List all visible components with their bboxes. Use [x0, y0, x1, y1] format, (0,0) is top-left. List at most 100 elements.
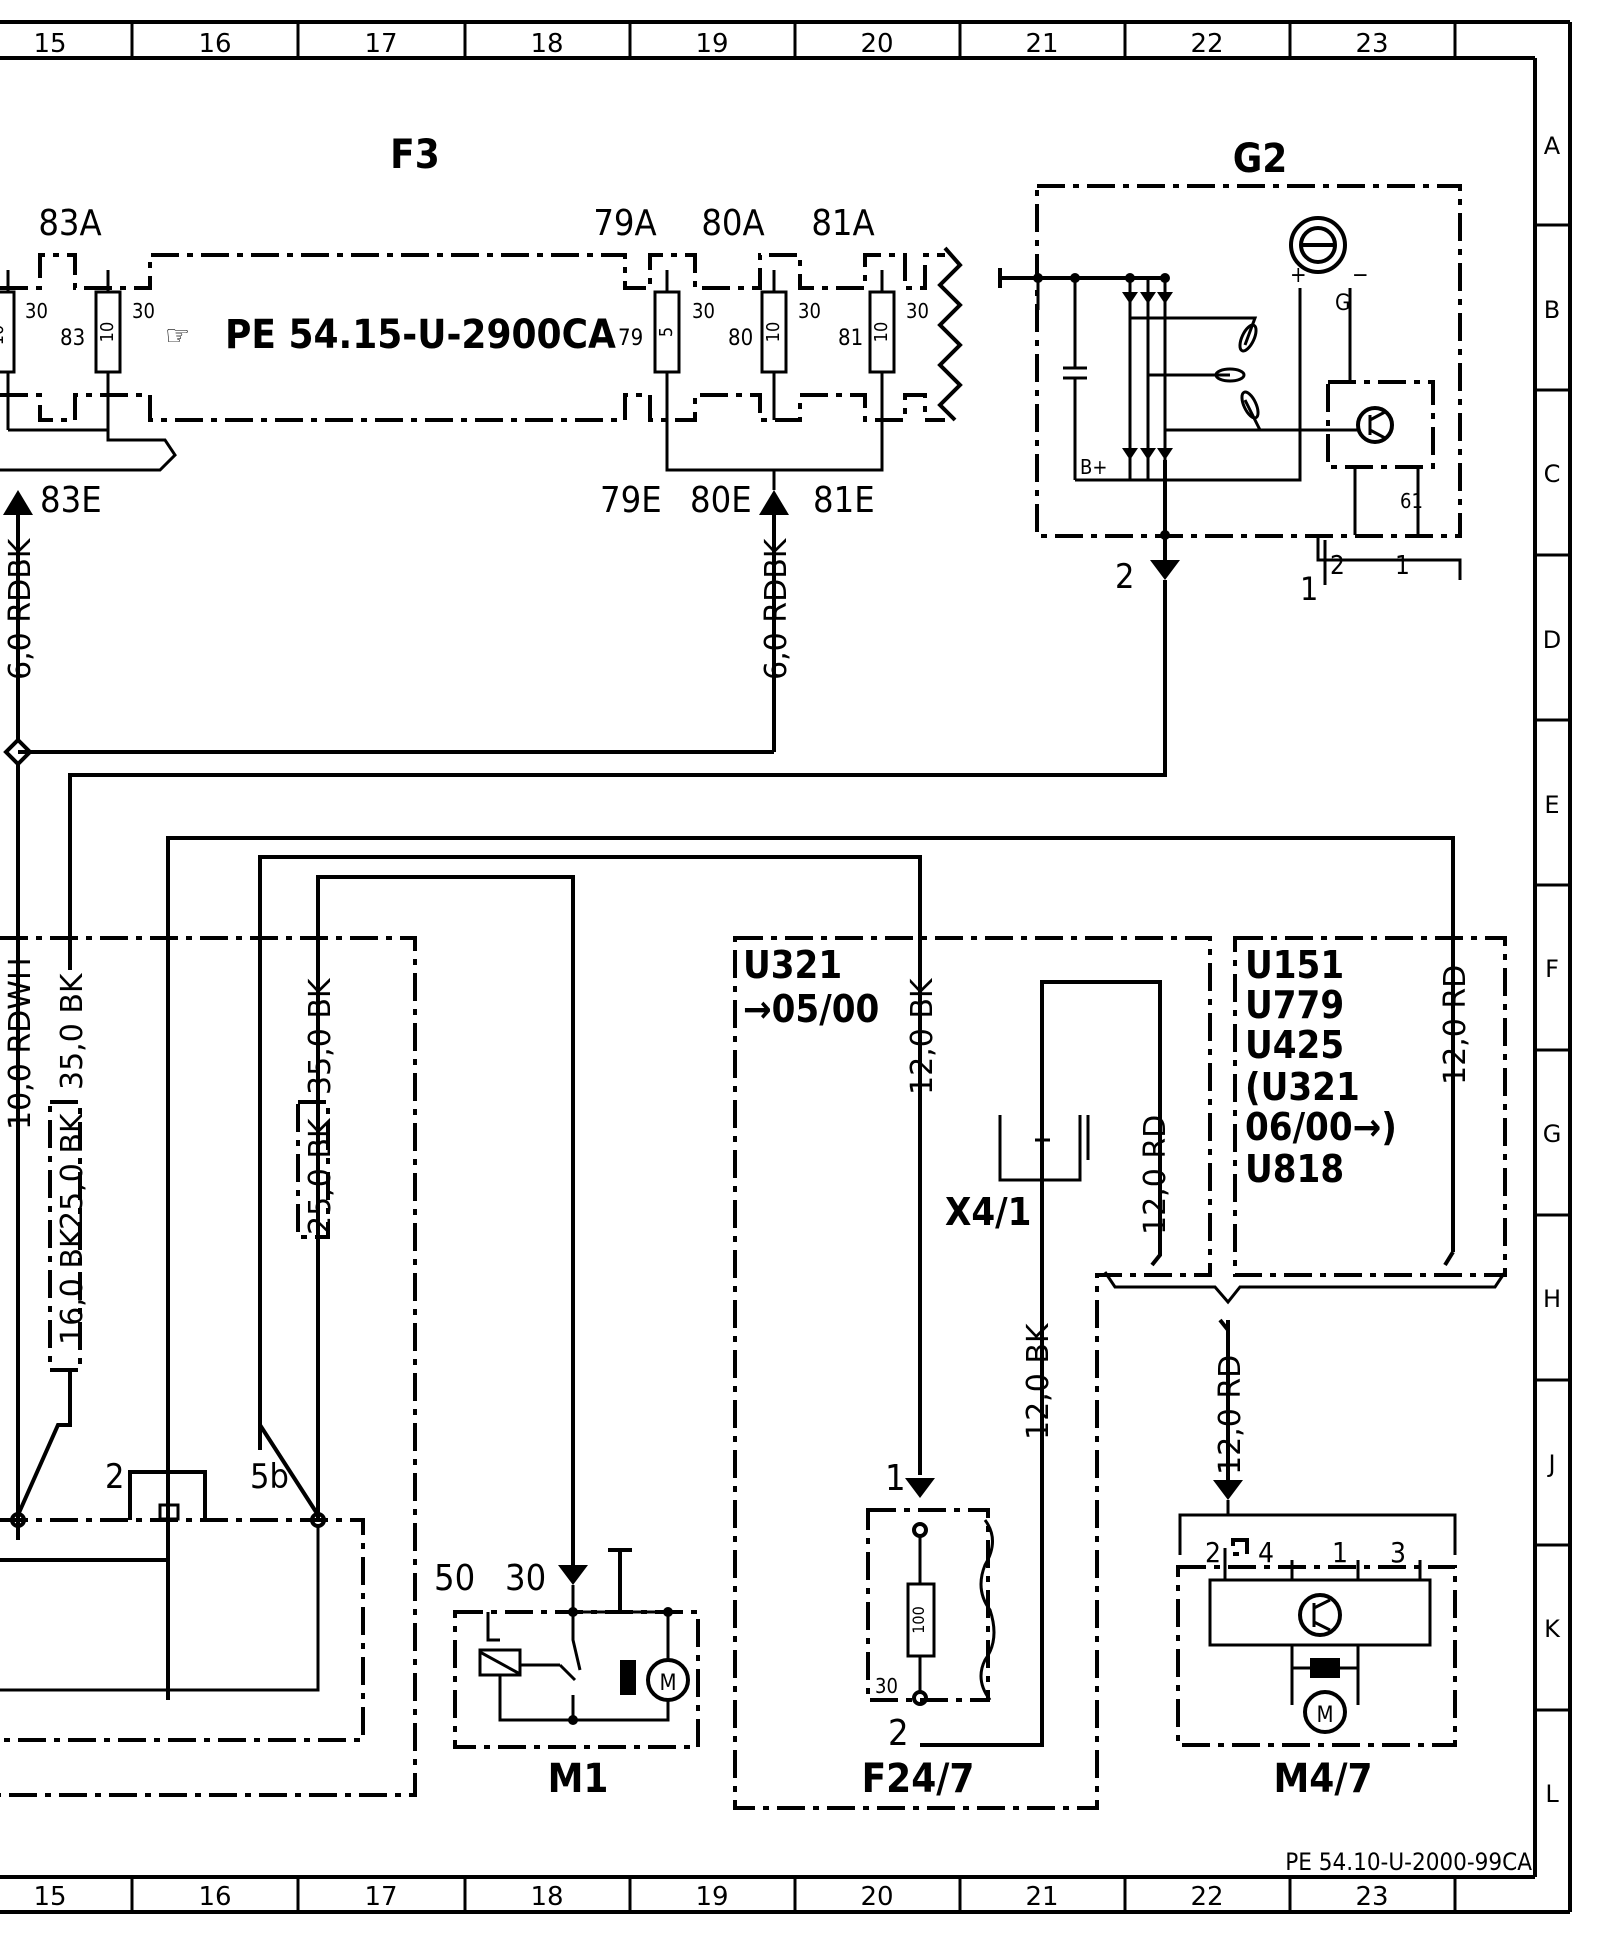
diagram-frame	[0, 20, 1572, 1914]
fuse-79-num: 79	[618, 326, 643, 351]
fuse-81-num: 81	[838, 326, 863, 351]
f3-fuse-box: F3 83A 79A 80A 81A 10 30 83 10 30 ☞ PE 5…	[0, 132, 963, 521]
fuse-80-num: 80	[728, 326, 753, 351]
variant-note: 06/00→)	[1245, 1105, 1397, 1149]
wire-label: 35,0 BK	[55, 972, 90, 1090]
row-label: E	[1544, 791, 1559, 819]
row-label: J	[1546, 1450, 1555, 1478]
col-label-bottom: 18	[530, 1882, 563, 1912]
connector-arrow-icon	[759, 490, 789, 515]
fuse-79-rating: 5	[656, 327, 677, 337]
col-label-top: 18	[530, 29, 563, 59]
svg-text:M: M	[659, 1671, 676, 1696]
col-label-bottom: 21	[1025, 1882, 1058, 1912]
g2-b-plus: B+	[1080, 455, 1107, 479]
x4-title: X4/1	[945, 1190, 1031, 1234]
fuse-83-num: 83	[60, 326, 85, 351]
variant-note: U818	[1245, 1147, 1344, 1191]
row-label: G	[1543, 1120, 1562, 1148]
g2-title: G2	[1233, 136, 1288, 182]
fuse-79-term: 30	[692, 299, 715, 323]
row-label: F	[1545, 955, 1559, 983]
variant-block-left: U321 →05/00 X4/1 1 100 30 2 F24/7	[733, 936, 1212, 1810]
fuse-83-rating: 10	[97, 322, 118, 343]
col-label-bottom: 23	[1355, 1882, 1388, 1912]
f3-title: F3	[390, 132, 440, 178]
svg-text:10: 10	[0, 325, 8, 346]
variant-note: U321	[743, 943, 842, 987]
col-label-top: 23	[1355, 29, 1388, 59]
wire-label: 6,0 RDBK	[3, 537, 38, 680]
col-label-top: 20	[860, 29, 893, 59]
variant-note: (U321	[1245, 1065, 1360, 1109]
output-81e: 81E	[813, 480, 875, 521]
wire-label: 12,0 RD	[1138, 1115, 1173, 1235]
col-label-top: 15	[33, 29, 66, 59]
output-79e: 79E	[600, 480, 662, 521]
col-label-top: 19	[695, 29, 728, 59]
wire-label: 10,0 RDWH	[3, 958, 38, 1131]
m4-pin: 4	[1258, 1536, 1274, 1569]
row-label: B	[1544, 296, 1560, 324]
f24-pin-2: 2	[888, 1713, 909, 1754]
fuse-83a-label: 83A	[38, 203, 101, 244]
g2-g-label: G	[1335, 291, 1350, 316]
switch-pin-5b: 5b	[250, 1457, 289, 1497]
col-label-top: 17	[364, 29, 397, 59]
m4-pin: 1	[1332, 1536, 1348, 1569]
svg-text:M: M	[1316, 1703, 1333, 1728]
row-label: C	[1544, 460, 1561, 488]
g2-alternator: G2 + − G B+ 61	[998, 136, 1462, 608]
m1-term-50: 50	[434, 1558, 475, 1599]
main-wires	[3, 515, 1455, 1700]
wire-label: 35,0 BK	[303, 977, 338, 1095]
fuse-79a-label: 79A	[593, 203, 656, 244]
m4-title: M4/7	[1273, 1756, 1372, 1802]
f3-ref: PE 54.15-U-2900CA	[225, 312, 616, 358]
wire-label: 16,0 BK	[55, 1227, 90, 1345]
f24-title: F24/7	[862, 1756, 975, 1802]
fuse-83-term: 30	[132, 299, 155, 323]
switch-pin-2: 2	[105, 1457, 124, 1497]
wire-label: 12,0 RD	[1438, 965, 1473, 1085]
variant-note: U779	[1245, 983, 1344, 1027]
fuse-81-rating: 10	[871, 322, 892, 343]
fuse-80-term: 30	[798, 299, 821, 323]
f24-pin-1: 1	[885, 1458, 906, 1499]
g2-term-61: 61	[1400, 489, 1423, 513]
wire-label: 12,0 BK	[905, 977, 940, 1095]
m4-fan-motor: 2 4 1 3 M M4/7	[1176, 1480, 1457, 1802]
variant-note: U425	[1245, 1023, 1344, 1067]
fuse-81a-label: 81A	[811, 203, 874, 244]
m4-pin: 2	[1205, 1536, 1221, 1569]
row-label: A	[1544, 132, 1561, 160]
connector-arrow-icon	[558, 1565, 588, 1585]
variant-note: U151	[1245, 943, 1344, 987]
g2-pin-1b: 1	[1395, 551, 1410, 581]
variant-note: →05/00	[743, 987, 879, 1031]
f24-term: 30	[875, 1674, 898, 1698]
fuse-80a-label: 80A	[701, 203, 764, 244]
connector-arrow-icon	[905, 1478, 935, 1498]
fuse-term-label: 30	[25, 299, 48, 323]
g2-plus: +	[1290, 263, 1307, 288]
g2-minus: −	[1352, 263, 1369, 288]
wire-label: 25,0 BK	[303, 1117, 338, 1235]
hand-pointer-icon: ☞	[165, 319, 190, 352]
footer-ref: PE 54.10-U-2000-99CA	[1285, 1848, 1532, 1876]
col-label-top: 16	[198, 29, 231, 59]
col-label-bottom: 17	[364, 1882, 397, 1912]
row-label: L	[1545, 1780, 1559, 1808]
m4-pin: 3	[1390, 1536, 1406, 1569]
wire-label: 6,0 RDBK	[759, 537, 794, 680]
connector-arrow-icon	[3, 490, 33, 515]
row-label: D	[1543, 626, 1561, 654]
g2-pin-1: 1	[1300, 570, 1318, 608]
m1-starter-motor: 50 30 M M1	[434, 1548, 700, 1802]
f24-rating: 100	[909, 1606, 928, 1633]
wire-label: 12,0 RD	[1213, 1355, 1248, 1475]
output-80e: 80E	[690, 480, 752, 521]
connector-arrow-icon	[1213, 1480, 1243, 1500]
col-label-bottom: 15	[33, 1882, 66, 1912]
